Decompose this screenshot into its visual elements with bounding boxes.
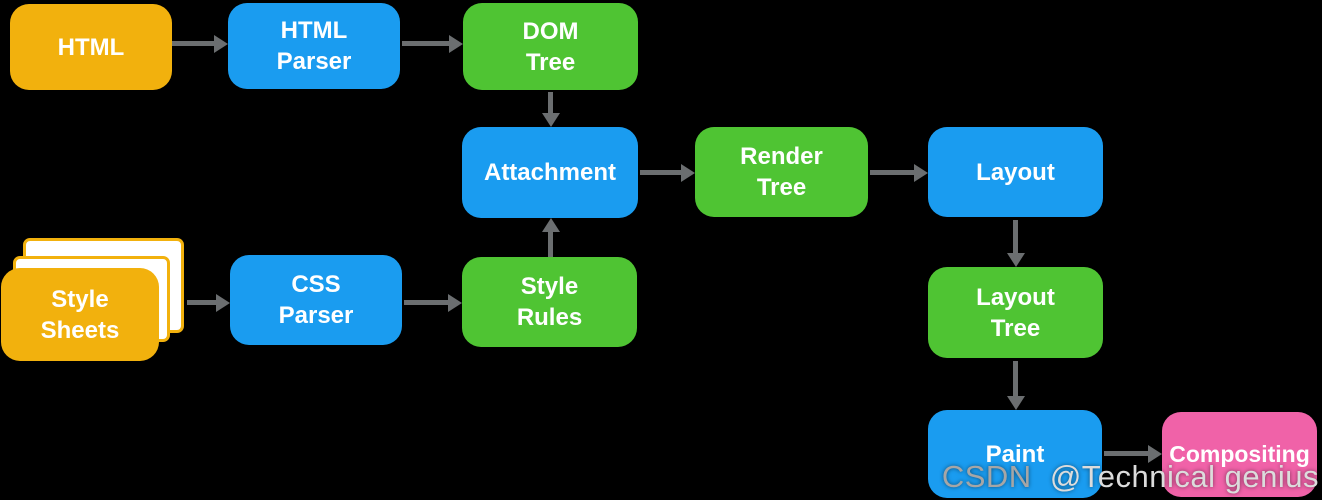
node-attachment: Attachment	[462, 127, 638, 218]
arrow-attachment-to-render-tree	[640, 170, 681, 175]
arrow-render-tree-to-layout	[870, 170, 914, 175]
node-html-parser-label: HTML Parser	[276, 17, 352, 75]
arrow-paint-to-compositing	[1104, 451, 1148, 456]
node-style-sheets-label: Style Sheets	[40, 285, 120, 344]
arrow-dom-tree-to-attachment	[548, 92, 553, 113]
node-layout-tree-label: Layout Tree	[976, 283, 1055, 342]
csdn-watermark: CSDN @Technical genius	[942, 459, 1319, 495]
arrow-html-parser-to-dom-tree	[402, 41, 449, 46]
node-dom-tree-label: DOM Tree	[522, 17, 579, 76]
arrow-layout-to-layout-tree	[1013, 220, 1018, 253]
arrow-layout-tree-to-paint	[1013, 361, 1018, 396]
node-html: HTML	[10, 4, 172, 90]
node-layout-label: Layout	[976, 158, 1055, 186]
node-render-tree-label: Render Tree	[740, 143, 823, 201]
arrow-style-sheets-to-css-parser	[187, 300, 216, 305]
node-paint: Paint	[928, 410, 1102, 498]
node-style-sheets: Style Sheets	[1, 238, 187, 362]
node-css-parser: CSS Parser	[230, 255, 402, 345]
node-html-label: HTML	[57, 33, 125, 61]
node-attachment-label: Attachment	[483, 159, 616, 186]
node-style-rules: Style Rules	[462, 257, 637, 347]
node-css-parser-label: CSS Parser	[278, 271, 354, 329]
node-style-rules-label: Style Rules	[516, 273, 583, 331]
node-compositing: Compositing	[1162, 412, 1317, 497]
node-render-tree: Render Tree	[695, 127, 868, 217]
arrow-html-to-html-parser	[172, 41, 214, 46]
node-dom-tree: DOM Tree	[463, 3, 638, 90]
watermark-handle: @Technical genius	[1049, 459, 1319, 494]
arrow-css-parser-to-style-rules	[404, 300, 448, 305]
node-compositing-label: Compositing	[1169, 441, 1310, 467]
node-layout-tree: Layout Tree	[928, 267, 1103, 358]
node-style-sheets-front: Style Sheets	[1, 268, 159, 361]
watermark-brand: CSDN	[941, 459, 1032, 494]
node-layout: Layout	[928, 127, 1103, 217]
node-paint-label: Paint	[985, 440, 1045, 468]
node-html-parser: HTML Parser	[228, 3, 400, 89]
arrow-style-rules-to-attachment	[548, 232, 553, 257]
